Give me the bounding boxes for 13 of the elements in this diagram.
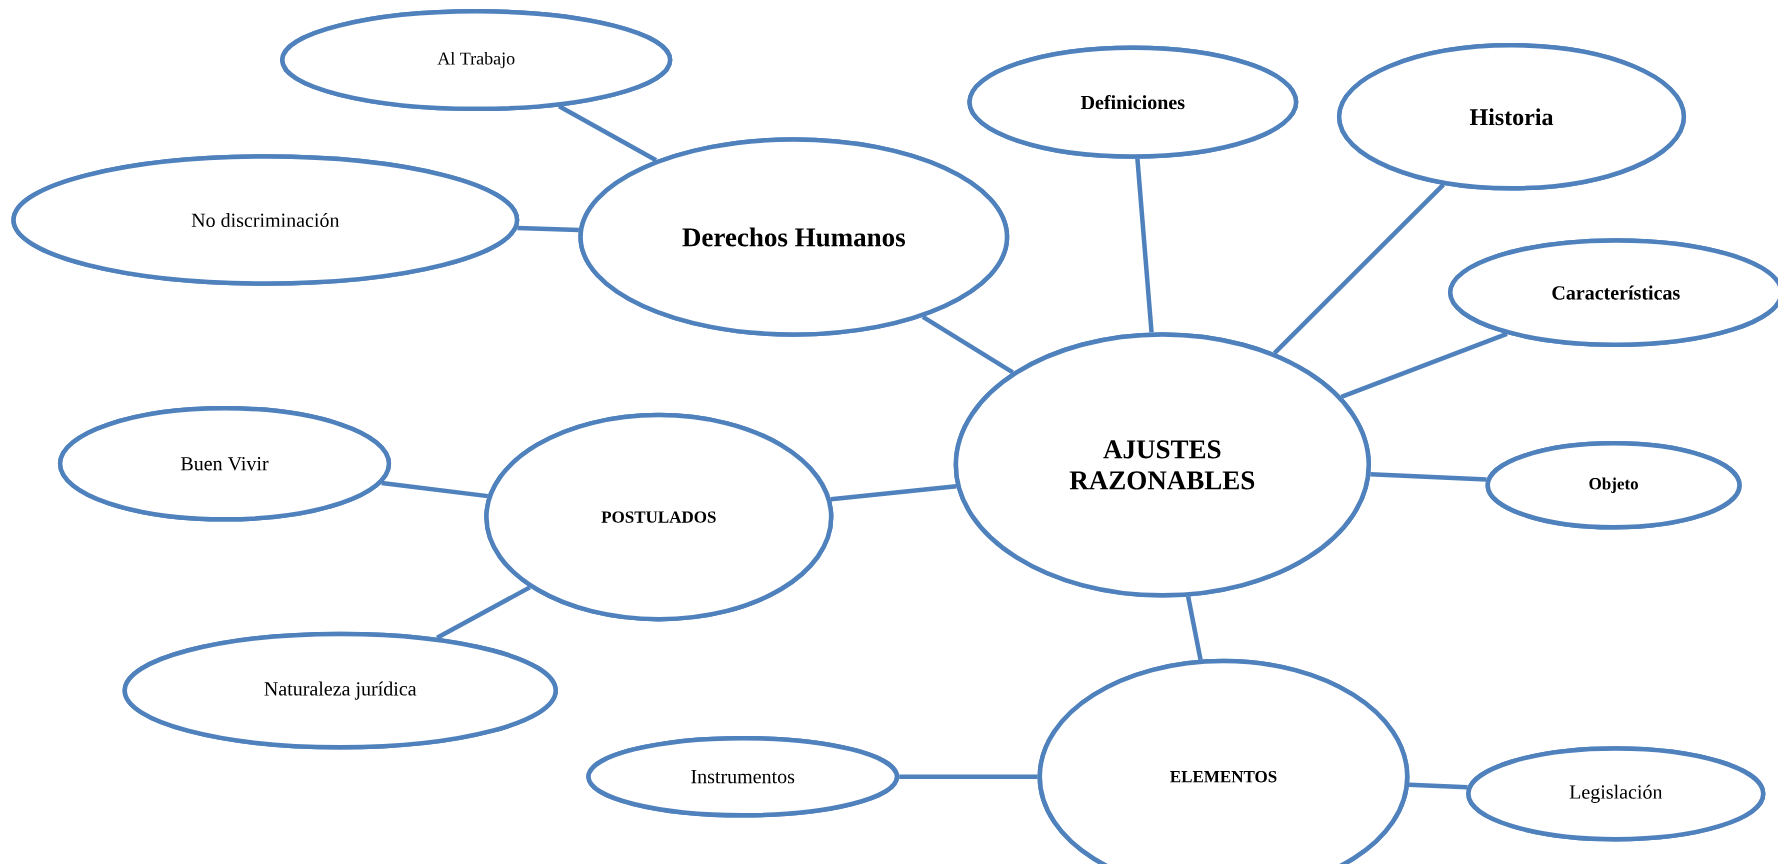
connector-line (1408, 782, 1468, 790)
connector-line (1135, 158, 1154, 333)
connector-line (1185, 596, 1203, 661)
connector-line (1272, 183, 1446, 355)
connector-line (830, 484, 957, 502)
connector-line (517, 225, 579, 233)
connector-line (436, 585, 531, 640)
connector-line (1340, 331, 1508, 399)
connector-line (899, 774, 1038, 779)
connector-line (558, 104, 658, 163)
connector-line (921, 314, 1014, 375)
connector-line (381, 480, 489, 499)
connector-line (1370, 472, 1487, 482)
